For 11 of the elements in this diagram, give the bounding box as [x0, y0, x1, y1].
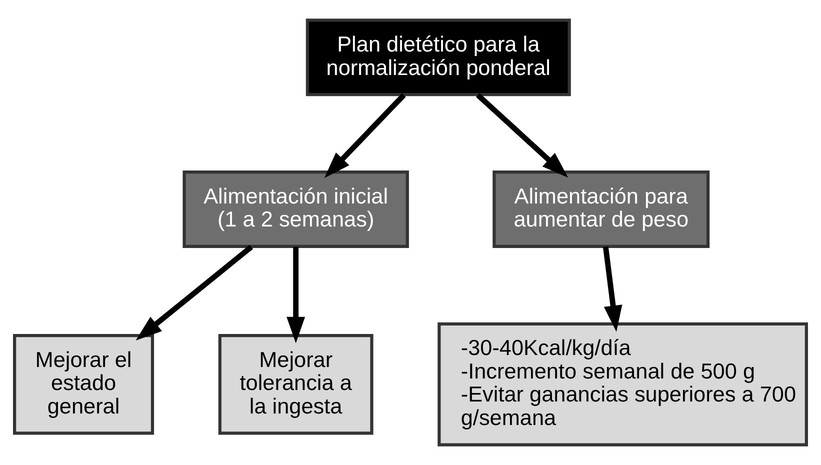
arrow: [286, 246, 306, 344]
node-box: Alimentación inicial (1 a 2 semanas): [182, 170, 409, 248]
arrow: [476, 92, 568, 178]
arrow: [324, 93, 406, 178]
node-box: Mejorar tolerancia a la ingesta: [218, 334, 374, 435]
arrow: [136, 244, 254, 341]
node-box: Alimentación para aumentar de peso: [492, 170, 710, 248]
node-box: -30-40Kcal/kg/día -Incremento semanal de 500 g -Evitar ganancias superiores a 700 g/semana: [438, 322, 808, 446]
arrow: [602, 246, 622, 332]
node-box: Mejorar el estado general: [13, 334, 154, 435]
node-box: Plan dietético para la normalización ponderal: [306, 18, 571, 96]
